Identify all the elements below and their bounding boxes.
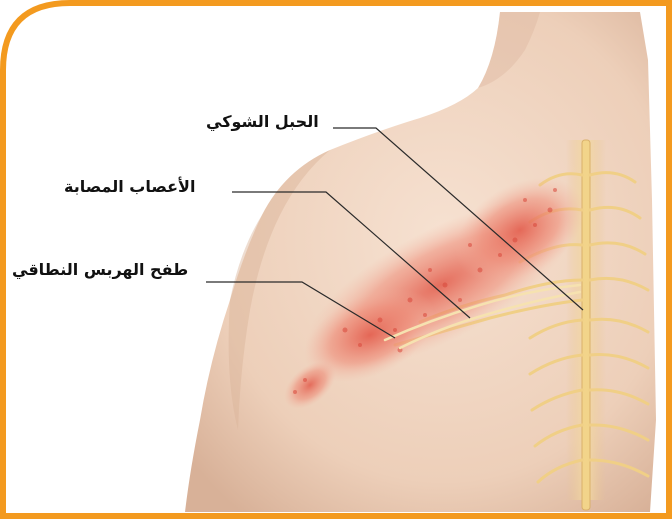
label-spinal-cord: الحبل الشوكي [206, 112, 319, 132]
spinal-cord [582, 140, 590, 510]
label-affected-nerves: الأعصاب المصابة [64, 177, 195, 197]
label-shingles-rash: طفح الهربس النطاقي [12, 260, 188, 280]
